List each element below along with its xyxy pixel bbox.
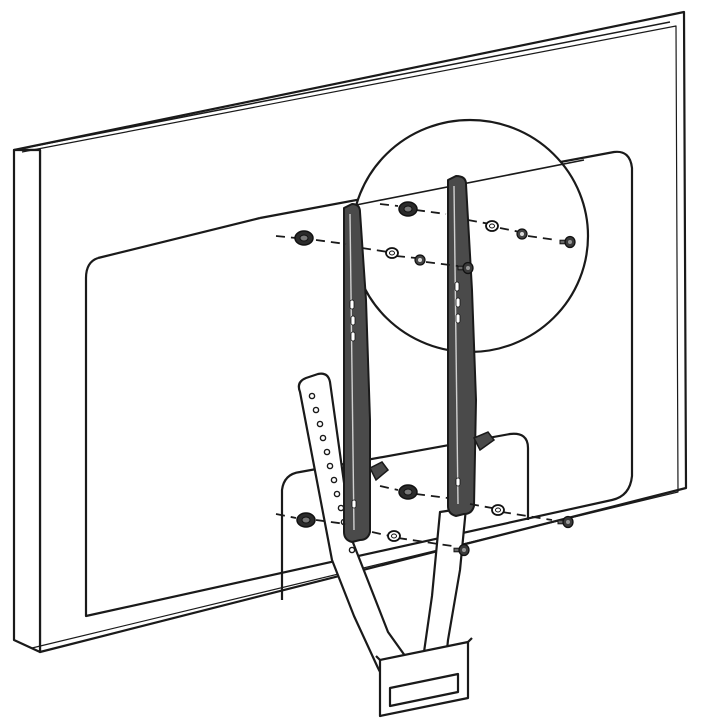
right-mounting-rail [447,175,496,517]
wall-plate [375,637,473,718]
left-mounting-rail [343,203,390,543]
